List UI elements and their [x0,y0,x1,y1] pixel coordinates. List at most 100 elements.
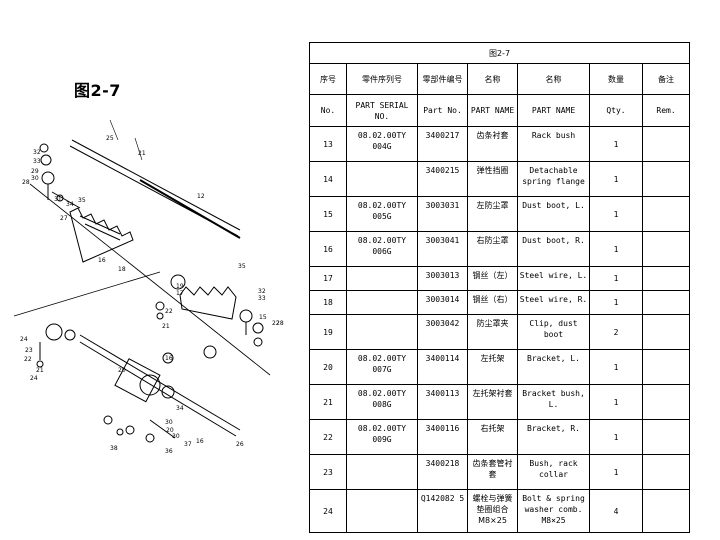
top-rack-assembly [29,120,271,376]
row-serial [346,314,418,350]
row-name-cn: 齿条衬套 [467,126,518,162]
header-cn-rem: 备注 [641,63,691,95]
row-no: 13 [309,126,347,162]
row-part-no: Q142082 5 [417,489,468,533]
row-name-cn: 右托架 [467,419,518,455]
svg-text:35: 35 [78,197,86,204]
row-serial [346,290,418,315]
row-name-cn: 左托架衬套 [467,384,518,420]
bottom-rack-assembly [13,271,264,443]
row-part-no: 3400218 [417,454,468,490]
parts-table: 图2-7 序号 零件序列号 零部件编号 名称 名称 数量 备注 No. PART… [308,42,691,533]
svg-text:35: 35 [238,263,246,270]
header-en-part: Part No. [417,94,468,127]
svg-text:28: 28 [276,320,284,327]
row-no: 20 [309,349,347,385]
header-cn-serial: 零件序列号 [346,63,418,95]
row-qty: 1 [589,290,643,315]
row-name-en: Dust boot, R. [517,231,590,267]
row-name-en: Bolt & spring washer comb. M8×25 [517,489,590,533]
row-serial [346,266,418,291]
svg-text:24: 24 [20,336,28,343]
svg-text:26: 26 [236,441,244,448]
svg-text:23: 23 [25,347,33,354]
row-name-cn: 左防尘罩 [467,196,518,232]
header-cn-part: 零部件编号 [417,63,468,95]
row-rem [641,290,691,315]
row-part-no: 3003041 [417,231,468,267]
row-part-no: 3003031 [417,196,468,232]
row-no: 18 [309,290,347,315]
row-name-en: Bracket, R. [517,419,590,455]
row-name-en: Rack bush [517,126,590,162]
row-no: 17 [309,266,347,291]
row-name-cn: 钢丝（右） [467,290,518,315]
row-serial [346,489,418,533]
row-rem [641,231,691,267]
header-en-rem: Rem. [641,94,691,127]
header-en-no: No. [309,94,347,127]
header-row-en: No. PART SERIAL NO. Part No. PART NAME P… [309,94,691,127]
svg-text:30: 30 [31,175,39,182]
row-serial: 08.02.00TY 004G [346,126,418,162]
header-cn-name: 名称 [467,63,518,95]
row-part-no: 3400116 [417,419,468,455]
row-no: 16 [309,231,347,267]
row-qty: 1 [589,196,643,232]
svg-text:21: 21 [138,150,146,157]
row-name-en: Bracket bush, L. [517,384,590,420]
row-name-cn: 螺栓与弹簧垫圈组合M8×25 [467,489,518,533]
svg-text:34: 34 [176,405,184,412]
row-qty: 1 [589,454,643,490]
svg-text:21: 21 [162,323,170,330]
svg-text:38: 38 [110,445,118,452]
row-no: 14 [309,161,347,197]
row-name-en: Clip, dust boot [517,314,590,350]
row-part-no: 3400114 [417,349,468,385]
svg-text:20: 20 [118,367,126,374]
svg-text:27: 27 [60,215,68,222]
row-name-cn: 齿条套管衬套 [467,454,518,490]
svg-text:15: 15 [259,314,267,321]
row-rem [641,419,691,455]
svg-text:34: 34 [66,201,74,208]
row-name-cn: 弹性挡圈 [467,161,518,197]
row-name-cn: 钢丝（左） [467,266,518,291]
steering-rack-exploded-diagram: 25 32 33 29 30 28 31 27 34 35 21 12 16 1… [13,120,284,455]
svg-text:30: 30 [172,433,180,440]
svg-text:37: 37 [184,441,192,448]
table-title: 图2-7 [308,42,691,64]
svg-text:33: 33 [33,158,41,165]
svg-text:18: 18 [118,266,126,273]
svg-text:25: 25 [106,135,114,142]
row-qty: 1 [589,384,643,420]
row-part-no: 3003014 [417,290,468,315]
row-no: 23 [309,454,347,490]
row-no: 24 [309,489,347,533]
header-en-name-2: PART NAME [517,94,590,127]
row-serial [346,161,418,197]
row-rem [641,266,691,291]
row-serial [346,454,418,490]
row-no: 15 [309,196,347,232]
svg-text:28: 28 [22,179,30,186]
row-serial: 08.02.00TY 007G [346,349,418,385]
svg-text:30: 30 [165,419,173,426]
svg-text:24: 24 [30,375,38,382]
header-en-serial: PART SERIAL NO. [346,94,418,127]
row-no: 19 [309,314,347,350]
svg-text:20: 20 [166,427,174,434]
row-name-cn: 防尘罩夹 [467,314,518,350]
row-part-no: 3400113 [417,384,468,420]
row-qty: 1 [589,231,643,267]
svg-text:22: 22 [272,320,280,327]
row-no: 22 [309,419,347,455]
